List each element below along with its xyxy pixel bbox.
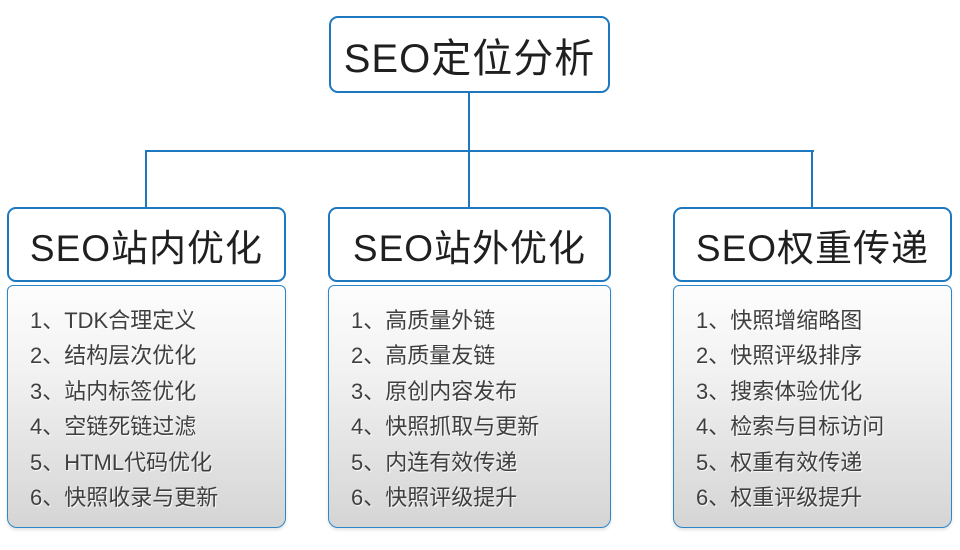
list-item: 1、TDK合理定义 [30, 308, 197, 333]
list-item: 3、原创内容发布 [351, 378, 518, 404]
connector-drop-offsite [468, 150, 470, 208]
list-item: 2、高质量友链 [351, 343, 496, 369]
branch-item-list: 1、高质量外链 2、高质量友链 3、原创内容发布 4、快照抓取与更新 5、内连有… [329, 286, 610, 515]
list-item: 6、快照收录与更新 [30, 485, 219, 511]
connector-drop-onsite [145, 150, 147, 208]
list-item: 5、内连有效传递 [351, 449, 518, 475]
branch-panel-onsite: 1、TDK合理定义 2、结构层次优化 3、站内标签优化 4、空链死链过滤 5、H… [7, 285, 286, 528]
list-item: 1、快照增缩略图 [696, 308, 863, 333]
list-item: 3、搜索体验优化 [696, 378, 863, 404]
branch-panel-offsite: 1、高质量外链 2、高质量友链 3、原创内容发布 4、快照抓取与更新 5、内连有… [328, 285, 611, 528]
branch-header-label: SEO权重传递 [695, 227, 930, 269]
list-item: 2、结构层次优化 [30, 343, 197, 369]
branch-header-label: SEO站外优化 [352, 227, 587, 269]
list-item: 4、空链死链过滤 [30, 414, 197, 440]
branch-item-list: 1、快照增缩略图 2、快照评级排序 3、搜索体验优化 4、检索与目标访问 5、权… [674, 286, 951, 515]
list-item: 5、HTML代码优化 [30, 449, 213, 475]
branch-header-onsite: SEO站内优化 [7, 207, 286, 282]
branch-header-offsite: SEO站外优化 [328, 207, 611, 282]
connector-drop-weight [811, 150, 813, 208]
list-item: 5、权重有效传递 [696, 449, 863, 475]
list-item: 6、快照评级提升 [351, 485, 518, 511]
branch-header-weight: SEO权重传递 [673, 207, 952, 282]
list-item: 4、检索与目标访问 [696, 414, 885, 440]
branch-panel-weight: 1、快照增缩略图 2、快照评级排序 3、搜索体验优化 4、检索与目标访问 5、权… [673, 285, 952, 528]
root-node-label: SEO定位分析 [343, 36, 596, 81]
branch-header-label: SEO站内优化 [29, 227, 264, 269]
connector-root-drop [468, 92, 470, 152]
list-item: 3、站内标签优化 [30, 378, 197, 404]
list-item: 1、高质量外链 [351, 308, 496, 333]
list-item: 2、快照评级排序 [696, 343, 863, 369]
list-item: 6、权重评级提升 [696, 485, 863, 511]
branch-item-list: 1、TDK合理定义 2、结构层次优化 3、站内标签优化 4、空链死链过滤 5、H… [8, 286, 285, 515]
connector-horizontal [145, 150, 814, 152]
root-node: SEO定位分析 [329, 16, 610, 93]
list-item: 4、快照抓取与更新 [351, 414, 540, 440]
